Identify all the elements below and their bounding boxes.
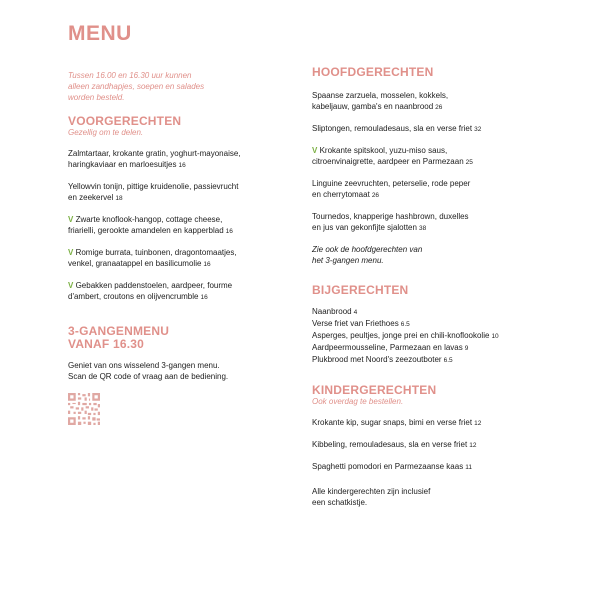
price: 26 [371, 192, 380, 199]
menu-item: Tournedos, knapperige hashbrown, duxelle… [312, 212, 469, 232]
price: 16 [225, 228, 233, 235]
hoofdgerechten-title: HOOFDGERECHTEN [312, 65, 434, 79]
price: 32 [474, 126, 482, 133]
menu-item: Kibbeling, remouladesaus, sla en verse f… [312, 440, 477, 449]
price: 6.5 [443, 357, 453, 364]
menu-title: MENU [68, 22, 132, 45]
menu-item: V Zwarte knoflook-hangop, cottage cheese… [68, 215, 233, 235]
menu-item: Linguine zeevruchten, peterselie, rode p… [312, 179, 471, 199]
menu-item: V Romige burrata, tuinbonen, dragontomaa… [68, 248, 237, 268]
vegetarian-mark: V [312, 146, 318, 155]
left-column: Tussen 16.00 en 16.30 uur kunnen alleen … [68, 70, 300, 425]
vegetarian-mark: V [68, 215, 74, 224]
price: 9 [464, 345, 469, 352]
menu-item: Spaanse zarzuela, mosselen, kokkels, kab… [312, 91, 449, 111]
price: 16 [203, 261, 211, 268]
kindergerechten-title: KINDERGERECHTEN [312, 383, 437, 397]
price: 26 [435, 104, 443, 111]
price: 12 [469, 442, 477, 449]
voorgerechten-title: VOORGERECHTEN [68, 114, 182, 128]
price: 16 [178, 162, 186, 169]
price: 25 [465, 159, 473, 166]
price: 10 [491, 333, 499, 340]
kindergerechten-note: Alle kindergerechten zijn inclusief een … [312, 487, 431, 507]
price: 4 [353, 309, 358, 316]
price: 16 [200, 294, 208, 301]
menu-item: Sliptongen, remouladesaus, sla en verse … [312, 124, 482, 133]
vegetarian-mark: V [68, 248, 74, 257]
gangenmenu-title: 3-GANGENMENU VANAF 16.30 [68, 324, 170, 351]
price: 11 [465, 464, 472, 471]
menu-item: Yellowvin tonijn, pittige kruidenolie, p… [68, 182, 239, 202]
gangenmenu-text: Geniet van ons wisselend 3-gangen menu. … [68, 361, 229, 381]
hoofdgerechten-note: Zie ook de hoofdgerechten van het 3-gang… [312, 245, 423, 265]
right-column: HOOFDGERECHTEN Spaanse zarzuela, mossele… [312, 66, 552, 508]
menu-item: V Krokante spitskool, yuzu-miso saus, ci… [312, 146, 473, 166]
price: 12 [474, 420, 482, 427]
price: 6.5 [400, 321, 410, 328]
menu-item: V Gebakken paddenstoelen, aardpeer, four… [68, 281, 233, 301]
bijgerechten-title: BIJGERECHTEN [312, 283, 409, 297]
kindergerechten-subtitle: Ook overdag te bestellen. [312, 397, 404, 406]
list-item: Asperges, peultjes, jonge prei en chili-… [312, 331, 499, 340]
price: 18 [115, 195, 123, 202]
vegetarian-mark: V [68, 281, 74, 290]
price: 38 [418, 225, 427, 232]
menu-item: Zalmtartaar, krokante gratin, yoghurt-ma… [68, 149, 241, 169]
qr-code-icon[interactable] [68, 393, 100, 425]
intro-text: Tussen 16.00 en 16.30 uur kunnen alleen … [68, 71, 205, 102]
voorgerechten-subtitle: Gezellig om te delen. [68, 128, 144, 137]
menu-item: Krokante kip, sugar snaps, bimi en verse… [312, 418, 482, 427]
